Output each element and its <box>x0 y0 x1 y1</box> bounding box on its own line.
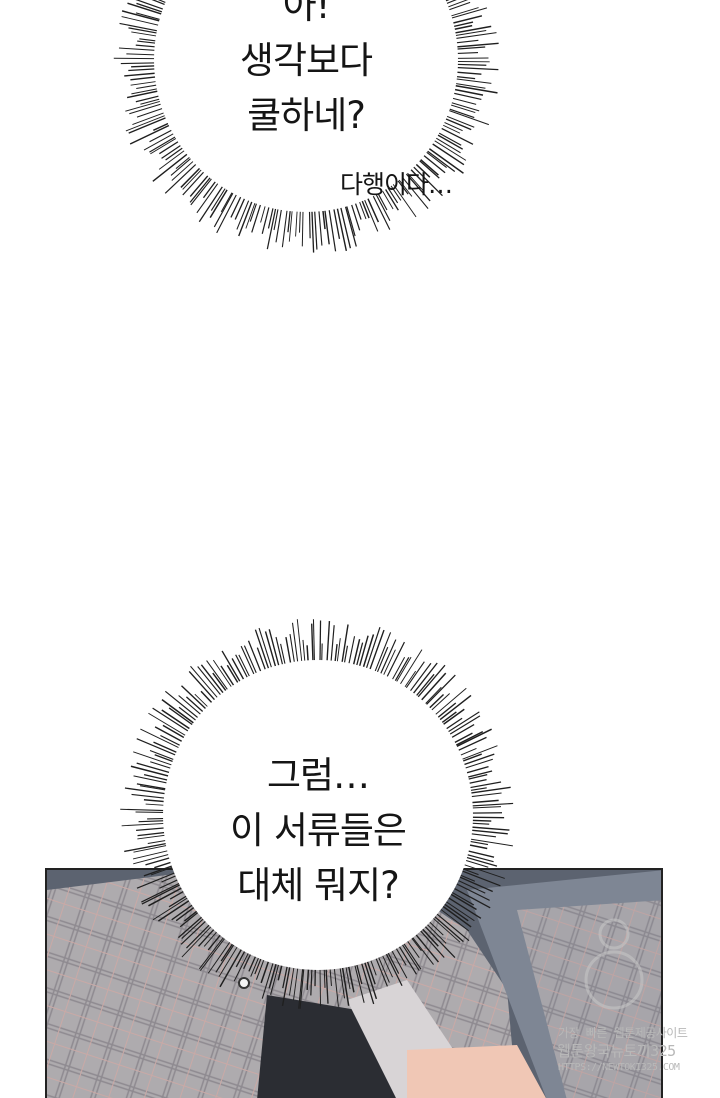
watermark-line-3: HTTPS://NEWTOKI325.COM <box>558 1062 680 1073</box>
comic-panel <box>45 868 663 1098</box>
bottom-line-3: 대체 뭐지? <box>237 864 400 907</box>
top-line-2: 생각보다 <box>239 39 373 82</box>
top-line-3: 쿨하네? <box>247 94 366 137</box>
burst-top-fill <box>154 0 458 212</box>
burst-bottom-fill <box>163 660 473 970</box>
top-line-1: 아! <box>282 0 331 27</box>
bottom-bubble-text: 그럼… 이 서류들은 대체 뭐지? <box>218 748 418 913</box>
watermark-line-2: 웹툰왕국뉴토끼325 <box>557 1042 676 1060</box>
watermark-line-1: 가장 빠른 웹툰제공사이트 <box>558 1026 688 1040</box>
bottom-line-1: 그럼… <box>266 754 370 797</box>
relief-aside-text: 다행이다… <box>340 170 453 199</box>
mascot-head-icon <box>584 950 644 1010</box>
bottom-line-2: 이 서류들은 <box>230 809 407 852</box>
top-bubble-text: 아! 생각보다 쿨하네? <box>206 0 406 143</box>
mascot-bow-icon <box>598 918 630 950</box>
